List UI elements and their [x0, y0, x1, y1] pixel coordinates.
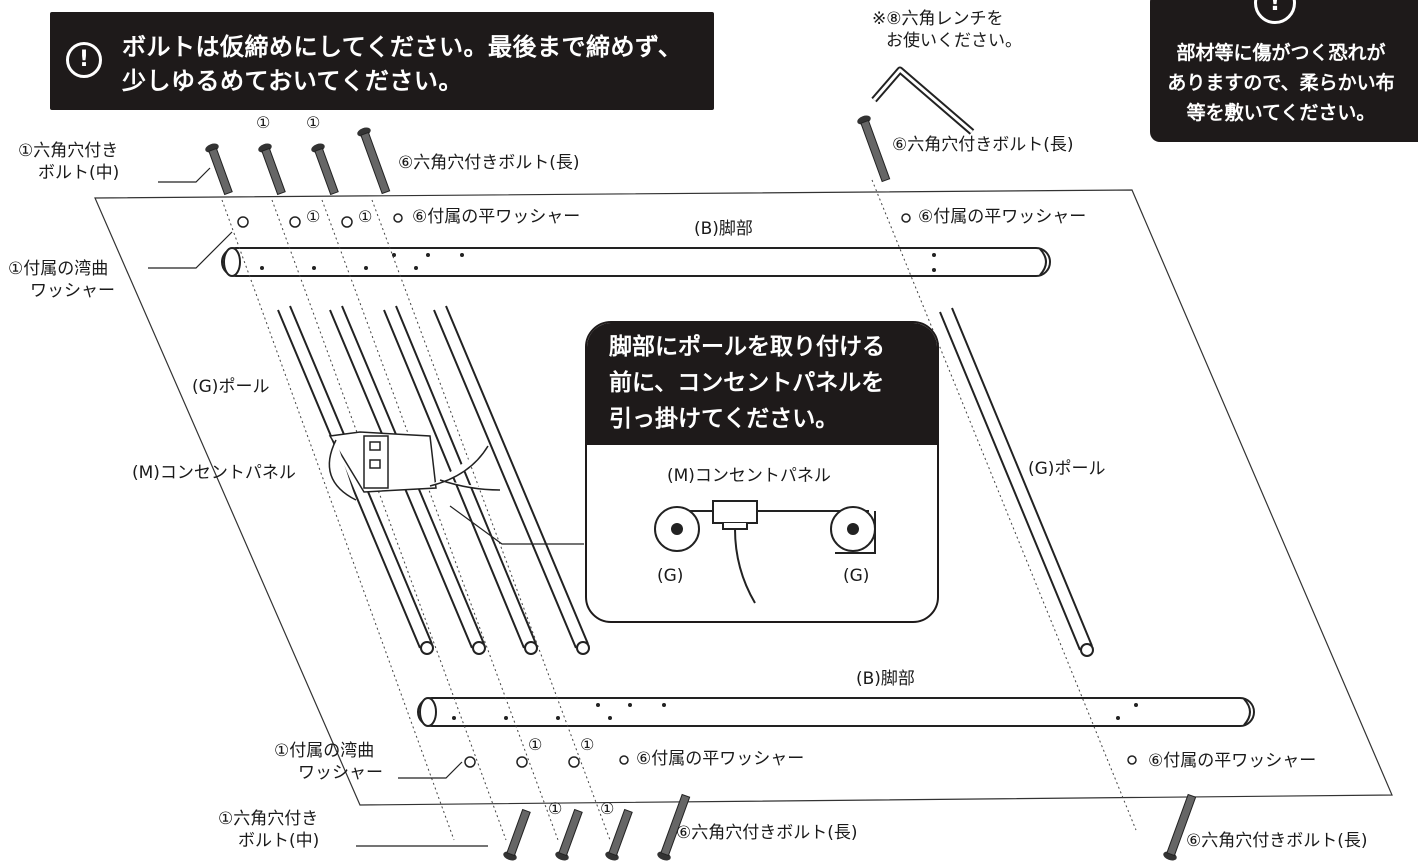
label-bolt-mid-top: ①六角穴付き ボルト(中): [18, 140, 119, 184]
label-line: ワッシャー: [30, 281, 115, 301]
tool-note: ※⑧六角レンチを お使いください。: [872, 8, 1022, 52]
warning-icon: !: [66, 42, 102, 78]
callout-line-1: 脚部にポールを取り付ける: [609, 334, 885, 360]
label-line: ①六角穴付き: [18, 141, 119, 161]
callout-g-left: (G): [657, 566, 684, 586]
label-curved-washer-bottom: ①付属の湾曲 ワッシャー: [274, 740, 383, 784]
warning-icon: !: [1254, 0, 1296, 24]
label-bolt-long-bottom: ⑥六角穴付きボルト(長): [676, 823, 858, 843]
warning-line-2: 少しゆるめておいてください。: [122, 67, 463, 95]
protective-cloth-warning: ! 部材等に傷がつく恐れが ありますので、柔らかい布 等を敷いてください。: [1150, 0, 1418, 142]
label-leg-bottom: (B)脚部: [856, 669, 915, 689]
label-part-number: ①: [580, 735, 595, 754]
label-part-number: ①: [306, 207, 321, 226]
hex-wrench-icon: [871, 66, 975, 135]
leg-holes: [260, 253, 1138, 720]
callout-cross-section: [654, 500, 876, 604]
callout-panel-label: (M)コンセントパネル: [667, 466, 831, 486]
label-bolt-long-bottom-right: ⑥六角穴付きボルト(長): [1186, 831, 1368, 851]
protective-mat-outline: [94, 189, 1393, 806]
tool-note-line-1: ※⑧六角レンチを: [872, 9, 1004, 29]
top-leg-tube: [221, 247, 1051, 277]
label-part-number: ①: [306, 113, 321, 132]
label-line: ボルト(中): [238, 831, 320, 851]
label-pole-right: (G)ポール: [1028, 459, 1106, 479]
callout-line-3: 引っ掛けてください。: [609, 406, 839, 432]
callout-line-2: 前に、コンセントパネルを: [609, 370, 885, 396]
label-part-number: ①: [600, 799, 615, 818]
label-flat-washer-right: ⑥付属の平ワッシャー: [918, 207, 1087, 227]
bottom-bolts: [503, 793, 1197, 861]
label-bolt-long-right: ⑥六角穴付きボルト(長): [892, 135, 1074, 155]
bottom-leg-tube: [417, 697, 1255, 727]
label-flat-washer-bottom: ⑥付属の平ワッシャー: [636, 749, 805, 769]
label-bolt-long: ⑥六角穴付きボルト(長): [398, 153, 580, 173]
label-bolt-mid-bottom: ①六角穴付き ボルト(中): [218, 808, 319, 852]
callout-g-right: (G): [843, 566, 870, 586]
label-curved-washer: ①付属の湾曲 ワッシャー: [8, 258, 115, 302]
alignment-lines: [221, 179, 1137, 841]
label-line: ワッシャー: [298, 763, 383, 783]
warning-line-1: 部材等に傷がつく恐れが: [1176, 42, 1386, 64]
label-pole-left: (G)ポール: [192, 377, 270, 397]
label-flat-washer-bottom-right: ⑥付属の平ワッシャー: [1148, 751, 1317, 771]
label-power-panel: (M)コンセントパネル: [132, 463, 296, 483]
label-flat-washer: ⑥付属の平ワッシャー: [412, 207, 581, 227]
label-line: ①付属の湾曲: [8, 259, 109, 279]
panel-hook-callout: 脚部にポールを取り付ける 前に、コンセントパネルを 引っ掛けてください。 (M)…: [585, 321, 939, 623]
warning-line-1: ボルトは仮締めにしてください。最後まで締めず、: [122, 33, 683, 61]
washers: [237, 213, 1137, 768]
warning-line-3: 等を敷いてください。: [1186, 102, 1376, 124]
label-leg-top: (B)脚部: [694, 219, 753, 239]
top-bolts: [205, 115, 891, 196]
warning-line-2: ありますので、柔らかい布: [1167, 72, 1395, 94]
leader-lines: [148, 167, 584, 847]
label-part-number: ①: [528, 735, 543, 754]
bolt-tightening-warning: ! ボルトは仮締めにしてください。最後まで締めず、 少しゆるめておいてください。: [50, 12, 714, 110]
label-part-number: ①: [548, 799, 563, 818]
label-line: ①六角穴付き: [218, 809, 319, 829]
label-part-number: ①: [358, 207, 373, 226]
warning-text: 部材等に傷がつく恐れが ありますので、柔らかい布 等を敷いてください。: [1150, 38, 1412, 128]
label-part-number: ①: [256, 113, 271, 132]
tool-note-line-2: お使いください。: [886, 31, 1022, 51]
callout-heading: 脚部にポールを取り付ける 前に、コンセントパネルを 引っ掛けてください。: [587, 323, 937, 445]
power-panel: [328, 431, 501, 501]
label-line: ボルト(中): [38, 163, 120, 183]
label-line: ①付属の湾曲: [274, 741, 375, 761]
warning-text: ボルトは仮締めにしてください。最後まで締めず、 少しゆるめておいてください。: [122, 30, 682, 98]
